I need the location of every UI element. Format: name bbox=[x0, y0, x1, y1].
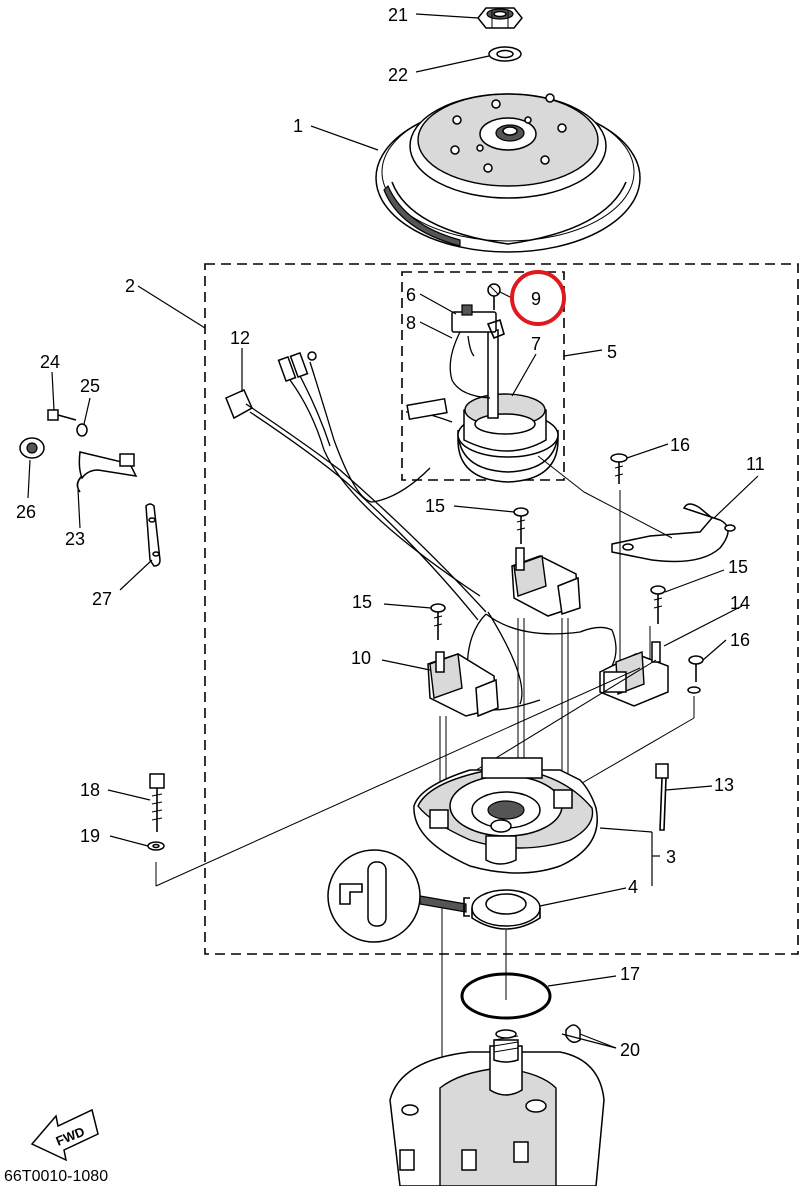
callout-7: 7 bbox=[531, 334, 541, 354]
nut-21[interactable] bbox=[477, 7, 523, 29]
screw-9[interactable] bbox=[487, 283, 501, 310]
bracket-23[interactable] bbox=[76, 451, 138, 493]
callout-8: 8 bbox=[406, 313, 416, 333]
callout-14: 14 bbox=[730, 593, 750, 613]
callout-19: 19 bbox=[80, 826, 100, 846]
grommet-26[interactable] bbox=[19, 437, 45, 459]
callout-17: 17 bbox=[620, 964, 640, 984]
callout-3: 3 bbox=[666, 847, 676, 867]
charge-coil[interactable] bbox=[511, 547, 581, 617]
callout-13: 13 bbox=[714, 775, 734, 795]
callout-5: 5 bbox=[607, 342, 617, 362]
fwd-arrow-icon: FWD bbox=[30, 1108, 99, 1162]
crankcase bbox=[389, 1029, 605, 1186]
pulser-lead-8[interactable] bbox=[449, 331, 491, 399]
callout-24: 24 bbox=[40, 352, 60, 372]
plate-11[interactable] bbox=[611, 503, 736, 563]
flywheel-1[interactable] bbox=[375, 93, 641, 253]
diagram-code: 66T0010-1080 bbox=[4, 1168, 108, 1185]
callout-15c: 15 bbox=[728, 557, 748, 577]
callout-23: 23 bbox=[65, 529, 85, 549]
callout-16b: 16 bbox=[730, 630, 750, 650]
washer-25[interactable] bbox=[76, 423, 88, 437]
key-20[interactable] bbox=[565, 1024, 581, 1043]
pulser-bracket-6[interactable] bbox=[451, 304, 505, 340]
coupler-12[interactable] bbox=[225, 389, 487, 621]
callout-11: 11 bbox=[746, 454, 765, 474]
callout-22: 22 bbox=[388, 65, 408, 85]
callout-4: 4 bbox=[628, 877, 638, 897]
screw-15-top[interactable] bbox=[513, 507, 529, 544]
callout-25: 25 bbox=[80, 376, 100, 396]
callout-16a: 16 bbox=[670, 435, 690, 455]
screw-15-right[interactable] bbox=[650, 585, 666, 624]
callout-labels: 21 22 1 2 6 9 8 12 7 5 24 25 16 11 15 26… bbox=[16, 5, 765, 1060]
callout-15a: 15 bbox=[425, 496, 445, 516]
pulser-coil-7[interactable] bbox=[405, 329, 559, 483]
callout-2: 2 bbox=[125, 276, 135, 296]
callout-9: 9 bbox=[531, 289, 541, 309]
o-ring-17[interactable] bbox=[460, 972, 552, 1020]
callout-18: 18 bbox=[80, 780, 100, 800]
callout-6: 6 bbox=[406, 285, 416, 305]
callout-1: 1 bbox=[293, 116, 303, 136]
oil-seal-4[interactable] bbox=[471, 889, 541, 930]
seal-inset-detail bbox=[327, 849, 470, 943]
callout-20: 20 bbox=[620, 1040, 640, 1060]
callout-21: 21 bbox=[388, 5, 408, 25]
screw-16-top[interactable] bbox=[610, 453, 628, 484]
cable-tie-13[interactable] bbox=[655, 763, 669, 831]
callout-27: 27 bbox=[92, 589, 112, 609]
lighting-coil-10[interactable] bbox=[427, 651, 499, 718]
bolt-24[interactable] bbox=[47, 409, 77, 421]
stator-assembly-box bbox=[204, 263, 799, 955]
callout-15b: 15 bbox=[352, 592, 372, 612]
screw-15-left[interactable] bbox=[430, 603, 446, 640]
lead-wires bbox=[277, 351, 617, 711]
washer-22[interactable] bbox=[488, 46, 522, 62]
callout-26: 26 bbox=[16, 502, 36, 522]
clip-27[interactable] bbox=[145, 503, 161, 567]
base-plate-3[interactable] bbox=[413, 757, 598, 874]
washer-19[interactable] bbox=[147, 841, 165, 851]
callout-10: 10 bbox=[351, 648, 371, 668]
bolt-18[interactable] bbox=[149, 773, 165, 832]
pulser-assembly-box bbox=[401, 271, 565, 481]
highlight-circle bbox=[510, 270, 566, 326]
screw-16-bottom[interactable] bbox=[687, 655, 704, 694]
callout-12: 12 bbox=[230, 328, 250, 348]
